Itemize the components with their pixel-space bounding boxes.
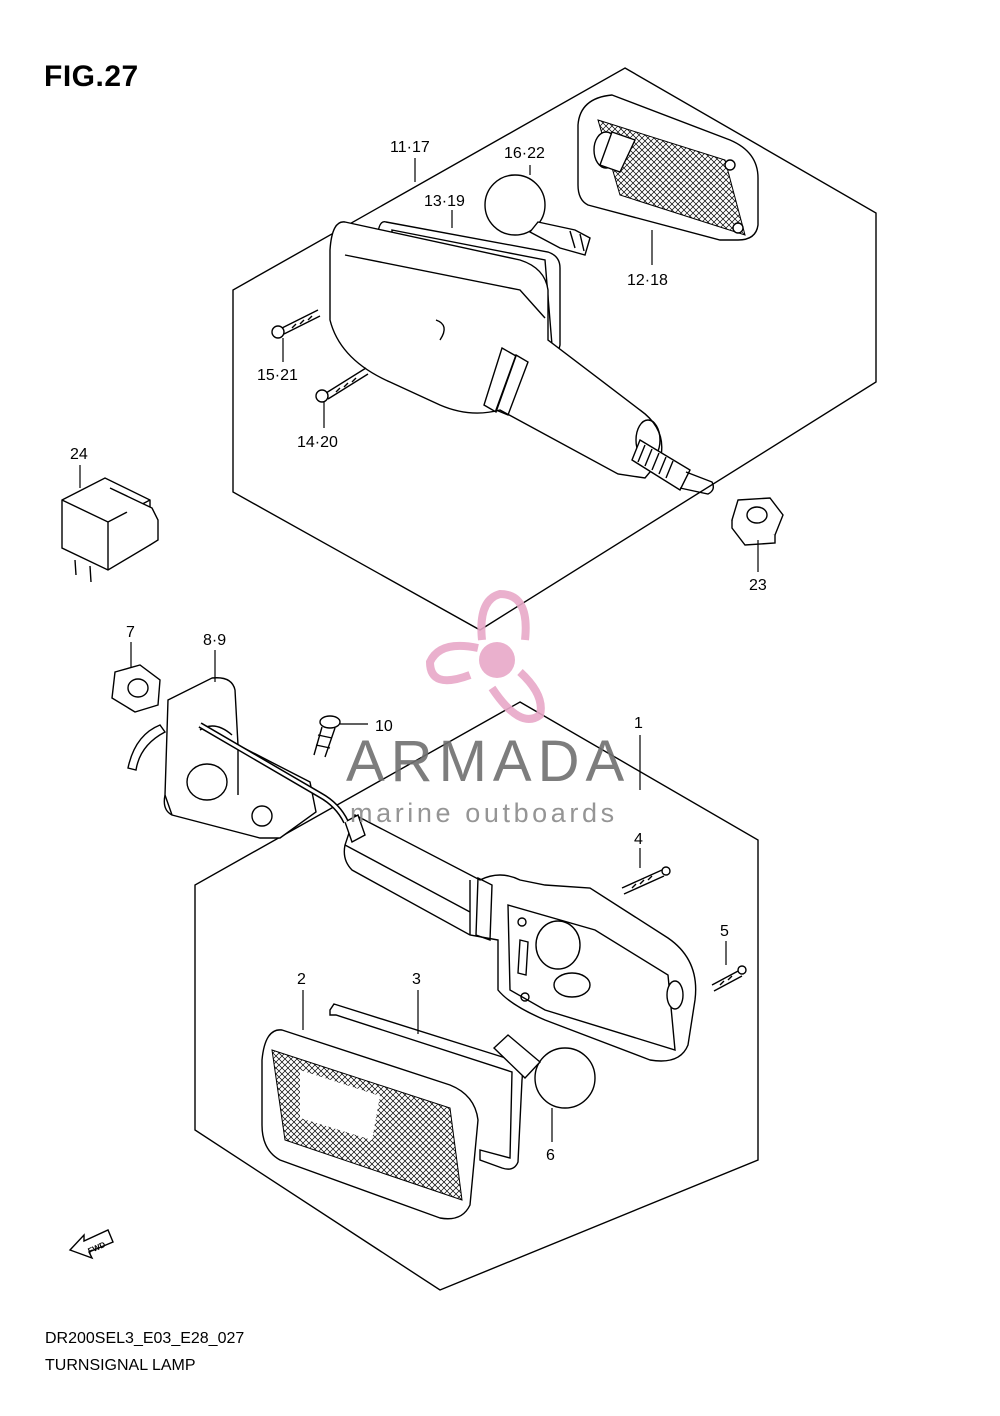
forward-arrow-icon: FWD xyxy=(68,1229,114,1260)
upper-assembly-group xyxy=(232,67,877,631)
label-part-15: 15·21 xyxy=(257,367,298,384)
label-part-8: 8·9 xyxy=(203,632,226,649)
label-part-4: 4 xyxy=(634,831,643,848)
part-7-nut xyxy=(111,664,161,713)
label-part-7: 7 xyxy=(126,624,135,641)
leader-lines xyxy=(79,158,759,1142)
part-24-relay xyxy=(61,477,159,583)
label-part-2: 2 xyxy=(297,971,306,988)
part-12-lens xyxy=(577,94,759,241)
part-1-housing xyxy=(343,813,697,1062)
diagram-caption: TURNSIGNAL LAMP xyxy=(45,1357,196,1374)
part-14-screw xyxy=(315,367,369,403)
part-11-housing xyxy=(329,221,715,495)
figure-title: FIG.27 xyxy=(44,60,139,93)
propeller-logo xyxy=(425,589,545,723)
part-6-bulb xyxy=(492,1034,596,1109)
label-part-16: 16·22 xyxy=(504,145,545,162)
label-part-3: 3 xyxy=(412,971,421,988)
part-15-screw xyxy=(271,309,321,339)
part-10-screw xyxy=(313,715,341,758)
part-16-bulb xyxy=(484,174,591,256)
lower-assembly-group xyxy=(111,664,759,1291)
label-part-10: 10 xyxy=(375,718,393,735)
lower-group-frame xyxy=(194,701,759,1291)
label-part-24: 24 xyxy=(70,446,88,463)
grommet-piece xyxy=(127,724,167,771)
label-part-1: 1 xyxy=(634,715,643,732)
label-part-6: 6 xyxy=(546,1147,555,1164)
label-part-11: 11·17 xyxy=(390,139,430,156)
part-8-bracket xyxy=(163,677,349,839)
part-4-screw xyxy=(621,866,671,895)
label-part-12: 12·18 xyxy=(627,272,668,289)
label-part-13: 13·19 xyxy=(424,193,465,210)
watermark-name: ARMADA xyxy=(346,729,631,794)
label-part-23: 23 xyxy=(749,577,767,594)
diagram-code: DR200SEL3_E03_E28_027 xyxy=(45,1330,245,1347)
label-part-14: 14·20 xyxy=(297,434,338,451)
part-2-lens xyxy=(261,1029,479,1220)
part-5-screw xyxy=(711,965,747,992)
label-part-5: 5 xyxy=(720,923,729,940)
watermark-tagline: marine outboards xyxy=(350,798,618,828)
part-number-labels: 11·17 16·22 13·19 12·18 15·21 14·20 24 2… xyxy=(70,139,767,1164)
part-23-nut xyxy=(731,497,784,546)
